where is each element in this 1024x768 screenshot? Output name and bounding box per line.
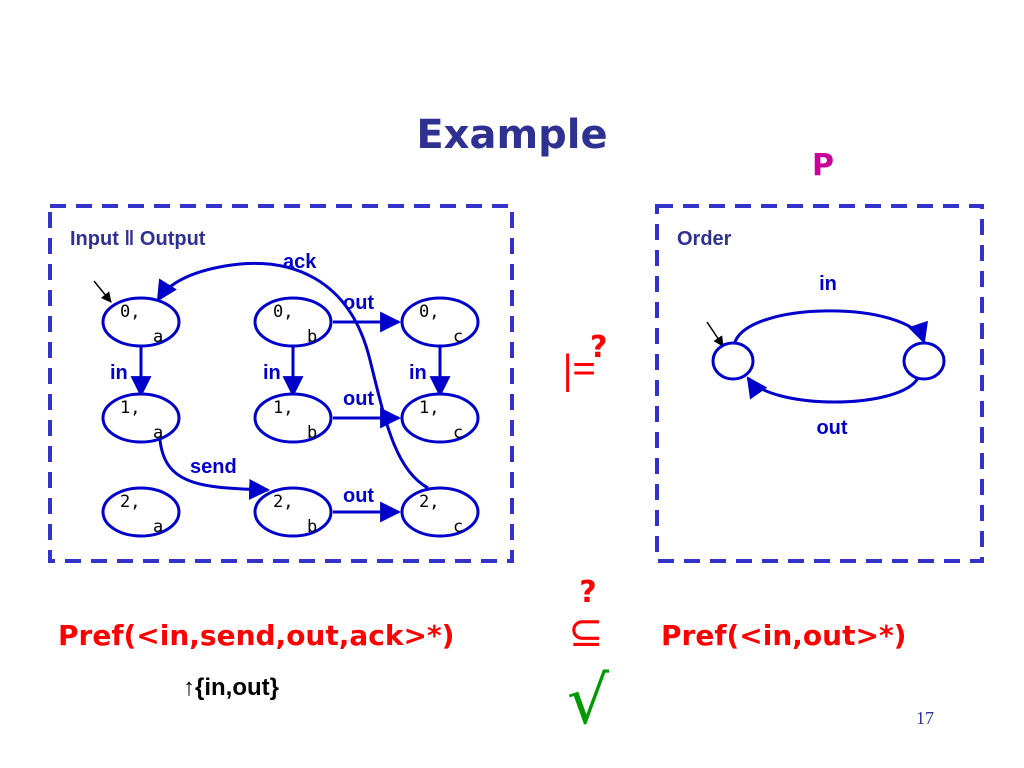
edge-label-in-c: in <box>409 362 427 384</box>
edge-label-out-2: out <box>343 485 374 507</box>
edge-label-out-right: out <box>816 417 847 439</box>
state-1b: 1, b <box>253 392 333 444</box>
edge-label-in-a: in <box>110 362 128 384</box>
edge-label-in-b: in <box>263 362 281 384</box>
right-panel-title: Order <box>677 228 732 250</box>
state-1c: 1, c <box>400 392 480 444</box>
projection-label: ↑{in,out} <box>183 674 279 701</box>
state-label-bottom: c <box>453 327 463 347</box>
satisfies-symbol: |= <box>563 347 596 393</box>
edge-label-in-right: in <box>819 273 837 295</box>
satisfies-question: ? <box>590 330 607 365</box>
state-label-top: 0, <box>120 302 140 322</box>
state-label-top: 1, <box>120 398 140 418</box>
state-2a: 2, a <box>101 486 181 538</box>
state-label-bottom: a <box>153 423 163 443</box>
check-mark: √ <box>567 662 610 739</box>
state-label-top: 0, <box>419 302 439 322</box>
edge-ack-2c-0a <box>156 261 429 490</box>
left-automaton-edges <box>130 261 451 523</box>
state-2b: 2, b <box>253 486 333 538</box>
state-label-top: 0, <box>273 302 293 322</box>
slide-title: Example <box>416 112 607 158</box>
left-panel-box <box>48 204 514 563</box>
state-0a: 0, a <box>101 296 181 348</box>
initial-arrow-right <box>706 321 724 347</box>
edge-label-send: send <box>190 456 237 478</box>
state-label-bottom: c <box>453 423 463 443</box>
edge-label-ack: ack <box>283 251 317 273</box>
left-automaton-states: 0, a 0, b 0, c 1, a 1, b 1, c <box>101 296 480 538</box>
left-panel-title: Input ‖ Output <box>70 228 206 250</box>
right-panel-box <box>655 204 984 563</box>
state-2c: 2, c <box>400 486 480 538</box>
property-label: P <box>812 148 834 183</box>
state-0c: 0, c <box>400 296 480 348</box>
state-s0 <box>711 341 755 381</box>
left-formula: Pref(<in,send,out,ack>*) <box>58 619 454 652</box>
state-label-bottom: b <box>307 423 317 443</box>
edge-out-s1-s0 <box>746 376 920 404</box>
state-s1 <box>902 341 946 381</box>
edge-label-out-1: out <box>343 388 374 410</box>
state-label-bottom: b <box>307 327 317 347</box>
subset-symbol: ⊆ <box>568 610 603 656</box>
state-label-top: 1, <box>273 398 293 418</box>
edge-in-s0-s1 <box>732 309 928 346</box>
edge-label-out-0: out <box>343 292 374 314</box>
subset-question: ? <box>579 575 596 610</box>
state-0b: 0, b <box>253 296 333 348</box>
state-label-bottom: c <box>453 517 463 537</box>
state-label-top: 2, <box>419 492 439 512</box>
state-label-bottom: b <box>307 517 317 537</box>
state-label-top: 1, <box>419 398 439 418</box>
state-label-top: 2, <box>120 492 140 512</box>
state-label-bottom: a <box>153 327 163 347</box>
state-label-bottom: a <box>153 517 163 537</box>
right-formula: Pref(<in,out>*) <box>661 619 906 652</box>
initial-arrow-left <box>93 280 112 303</box>
state-1a: 1, a <box>101 392 181 444</box>
page-number: 17 <box>916 708 934 728</box>
state-label-top: 2, <box>273 492 293 512</box>
edge-send-1a-2b <box>158 439 271 500</box>
